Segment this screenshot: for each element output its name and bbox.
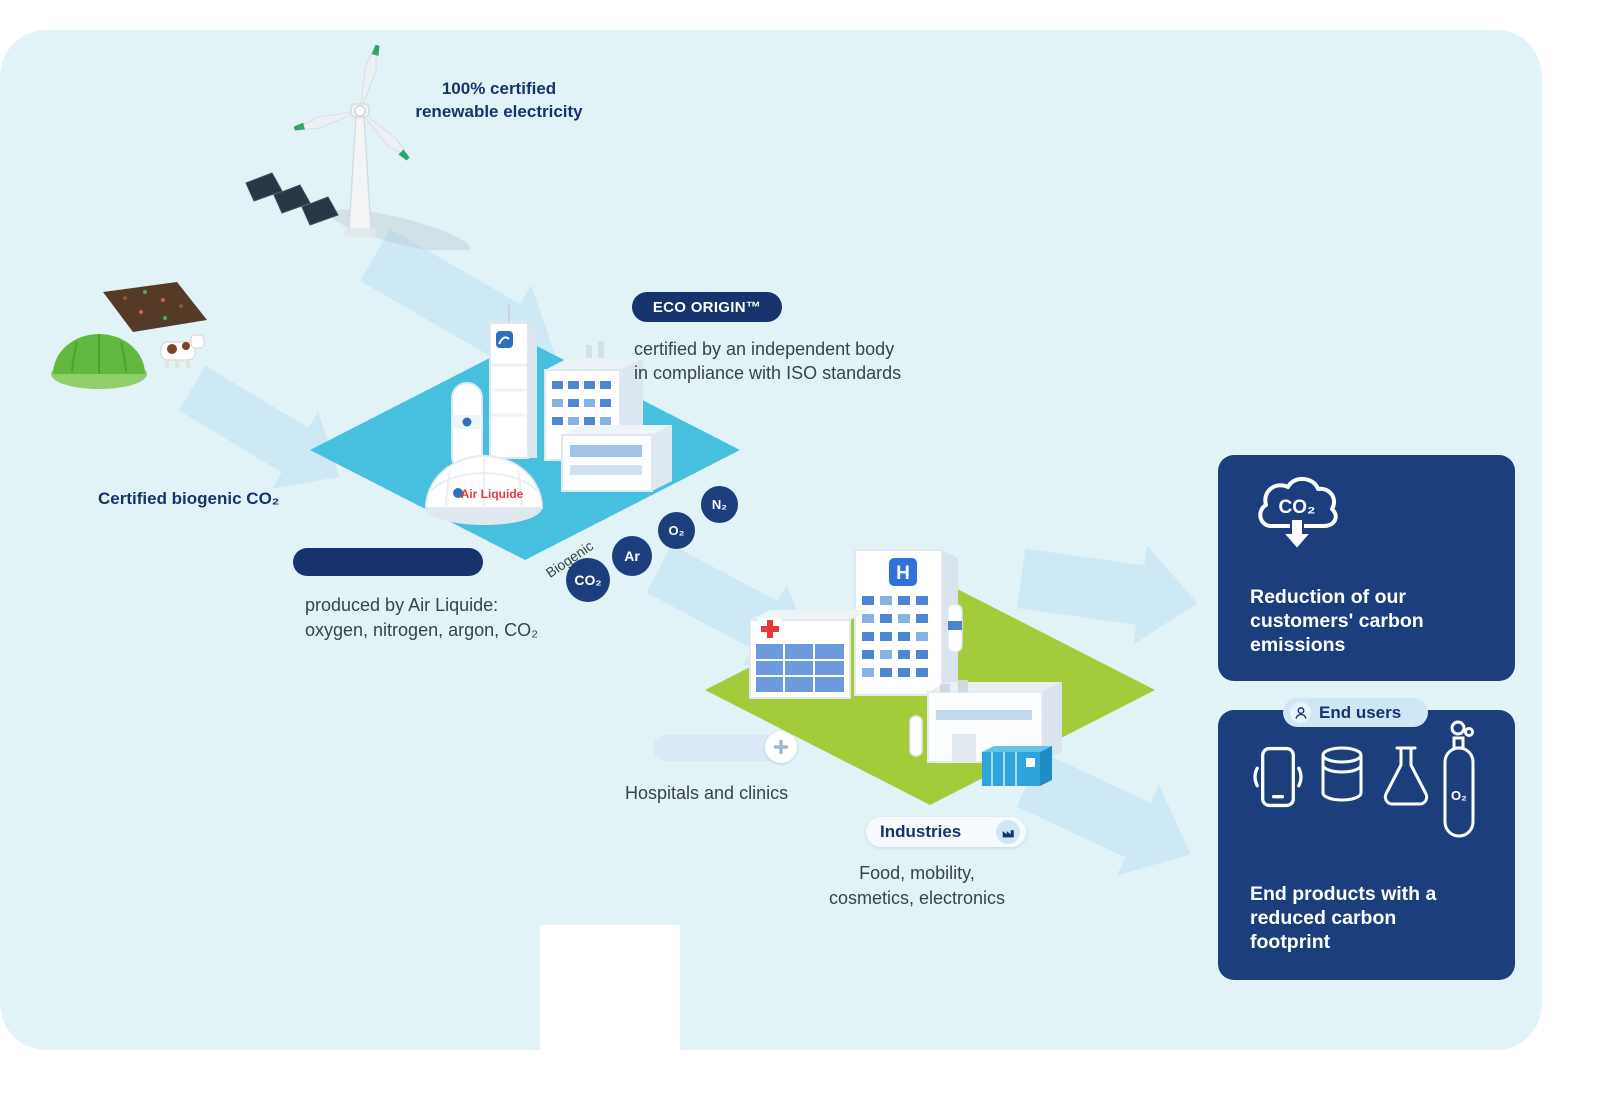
reduction-card-text: Reduction of our customers' carbon emiss… (1250, 586, 1424, 657)
gas-cylinder-label: O₂ (1451, 788, 1467, 803)
co2-cloud-label: CO₂ (1279, 497, 1316, 518)
end-products-card: O₂ End products with a reduced carbon fo… (1218, 710, 1515, 980)
wind-turbine-illustration (245, 44, 470, 250)
gases-title-pill (293, 548, 483, 576)
air-liquide-logo-icon (496, 331, 513, 348)
eco-origin-badge: ECO ORIGIN™ (632, 292, 782, 322)
industries-sub-line2: cosmetics, electronics (828, 888, 1006, 908)
gas-circle-n2: N₂ (701, 486, 738, 523)
hospital-h-sign (889, 558, 917, 586)
flask-icon (1383, 746, 1429, 806)
biogenic-co2-label: Certified biogenic CO₂ (98, 489, 280, 508)
industries-sub-line1: Food, mobility, (859, 863, 975, 883)
end-products-card-text: End products with a reduced carbon footp… (1250, 883, 1437, 954)
plant-dome-brand: Air Liquide (461, 487, 524, 501)
compost-illustration (51, 282, 207, 389)
end-users-label: End users (1319, 702, 1402, 722)
medical-plus-icon (765, 731, 797, 763)
industries-label: Industries (880, 822, 962, 841)
renewable-electricity-label: 100% certified renewable electricity (415, 79, 583, 121)
eco-origin-desc-line1: certified by an independent body (634, 339, 895, 359)
produced-line2: oxygen, nitrogen, argon, CO₂ (305, 620, 539, 640)
reduction-card: CO₂ Reduction of our customers' carbon e… (1218, 455, 1515, 681)
produced-line1: produced by Air Liquide: (305, 595, 499, 615)
canister-icon (1321, 746, 1363, 802)
arrow-to-reduction-card (1016, 545, 1198, 645)
industries-pill: Industries (866, 817, 1026, 847)
blue-container (982, 746, 1052, 786)
gas-circle-ar: Ar (612, 536, 652, 576)
arrow-biogenic-to-plant (178, 365, 340, 489)
turbine-blades (293, 44, 410, 161)
hospital-h-sign-label: H (896, 563, 910, 584)
red-cross-icon (758, 618, 782, 640)
gas-cylinder-icon: O₂ (1443, 720, 1475, 838)
factory-icon (996, 820, 1020, 844)
eco-origin-badge-label: ECO ORIGIN™ (652, 298, 762, 316)
hospital-industry-illustration: H (705, 549, 1155, 805)
solar-panels (245, 172, 339, 226)
smartphone-icon (1253, 746, 1303, 808)
plant-windows (552, 381, 611, 425)
hospitals-label: Hospitals and clinics (625, 783, 789, 803)
hospitals-pill (653, 731, 797, 763)
gas-circle-co2: CO₂ (566, 558, 610, 602)
end-users-pill: End users (1283, 698, 1428, 727)
co2-cloud-icon: CO₂ (1258, 477, 1338, 551)
cow-icon (160, 334, 205, 368)
plant-illustration: Air Liquide (310, 305, 740, 560)
eco-origin-desc-line2: in compliance with ISO standards (634, 363, 902, 383)
person-icon (1290, 702, 1311, 723)
compost-speckles (123, 290, 183, 320)
gas-circle-o2: O₂ (658, 512, 695, 549)
bottom-notch (540, 925, 680, 1111)
hospital-windows (862, 596, 928, 677)
arrow-to-endproducts-card (1016, 752, 1191, 876)
